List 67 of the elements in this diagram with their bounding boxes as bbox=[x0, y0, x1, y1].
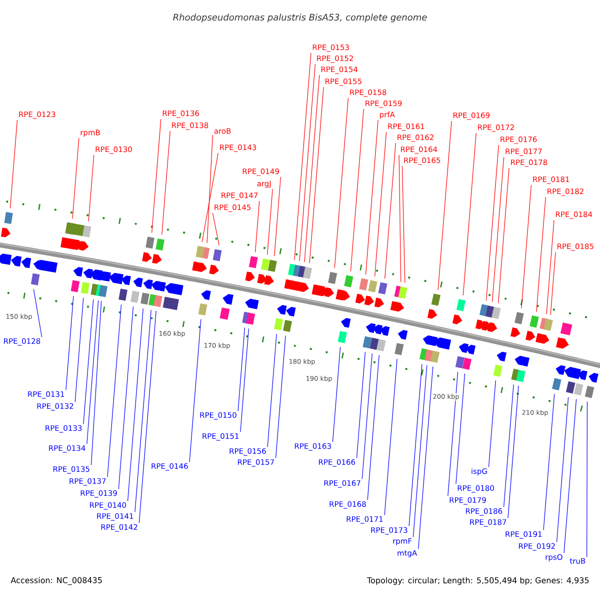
leader-line bbox=[107, 304, 122, 478]
leader-line bbox=[254, 200, 260, 253]
leader-line bbox=[90, 300, 102, 466]
leader-line bbox=[536, 196, 546, 312]
leader-line bbox=[212, 212, 220, 246]
leader-line bbox=[374, 132, 387, 277]
leader-line bbox=[350, 108, 364, 272]
leader-line bbox=[304, 74, 320, 262]
leader-line bbox=[238, 327, 246, 412]
leader-line bbox=[206, 134, 213, 244]
leader-line bbox=[521, 184, 532, 309]
leader-line bbox=[438, 120, 452, 290]
leader-line bbox=[332, 346, 341, 442]
leader-line bbox=[448, 372, 458, 496]
leader-line bbox=[240, 328, 249, 432]
leader-line bbox=[74, 297, 84, 402]
leader-line bbox=[138, 310, 156, 524]
leader-line bbox=[134, 310, 152, 512]
leader-line bbox=[127, 308, 144, 502]
leader-line bbox=[402, 166, 406, 284]
footer-text: Accession: NC_008435 bbox=[10, 577, 102, 585]
leader-line bbox=[275, 335, 286, 458]
leader-line bbox=[356, 352, 366, 458]
leader-line bbox=[334, 98, 349, 268]
leader-line bbox=[486, 144, 499, 301]
leader-line bbox=[550, 252, 556, 316]
leader-line bbox=[88, 154, 94, 222]
leader-line bbox=[398, 154, 402, 282]
leader-line bbox=[384, 142, 396, 279]
leader-line bbox=[33, 288, 42, 338]
leader-line bbox=[384, 358, 398, 516]
leader-line bbox=[86, 300, 99, 444]
leader-line bbox=[294, 52, 312, 260]
leader-line bbox=[72, 138, 80, 220]
leader-line bbox=[456, 373, 466, 484]
leader-line bbox=[66, 296, 74, 390]
leader-line bbox=[367, 354, 380, 500]
leader-line bbox=[498, 168, 510, 304]
footer-text: Topology: circular; Length: 5,505,494 bp; Genes: 4,935 bbox=[367, 577, 589, 585]
leader-line bbox=[274, 176, 281, 256]
leader-line bbox=[462, 132, 476, 296]
leader-line bbox=[189, 318, 202, 462]
leader-line bbox=[267, 188, 273, 255]
leader-line bbox=[362, 353, 372, 480]
leader-line bbox=[546, 220, 554, 314]
leader-line bbox=[309, 86, 324, 264]
leader-line bbox=[152, 118, 162, 234]
leader-line bbox=[118, 306, 134, 490]
leader-line bbox=[586, 401, 588, 558]
title: Rhodopseudomonas palustris BisA53, complete genome bbox=[173, 14, 427, 22]
leader-line bbox=[418, 366, 434, 550]
leader-line bbox=[83, 299, 94, 424]
leader-line bbox=[267, 334, 277, 448]
leader-line bbox=[408, 364, 422, 526]
leader-line bbox=[564, 398, 577, 554]
leader-line bbox=[365, 120, 378, 275]
leader-line bbox=[556, 396, 569, 542]
leader-line bbox=[492, 156, 504, 302]
leader-line bbox=[508, 385, 519, 518]
leader-line bbox=[543, 394, 555, 530]
leader-line bbox=[10, 120, 18, 208]
leader-line bbox=[488, 380, 496, 468]
leader-line bbox=[162, 130, 170, 235]
leader-line bbox=[503, 384, 514, 508]
leader-line bbox=[299, 64, 316, 262]
leader-line bbox=[202, 152, 218, 242]
leader-line bbox=[412, 364, 428, 538]
